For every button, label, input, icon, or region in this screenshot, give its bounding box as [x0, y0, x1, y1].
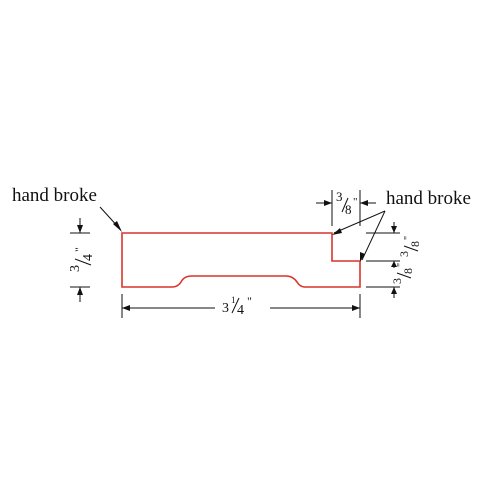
height-text: 3 4 ": [68, 247, 96, 272]
svg-text:": ": [353, 196, 358, 208]
right-leader-arrowhead-upper: [332, 228, 342, 235]
width-dimension: [121, 294, 361, 318]
svg-text:3: 3: [390, 278, 404, 284]
width-text: 3 1 4 ": [222, 294, 252, 318]
svg-text:4: 4: [81, 254, 96, 261]
svg-text:3: 3: [68, 265, 83, 272]
svg-text:": ": [396, 263, 407, 267]
rabbet-width-text: 3 8 ": [336, 189, 358, 217]
left-note-label: hand broke: [12, 185, 97, 206]
left-leader: [99, 206, 122, 232]
svg-text:3: 3: [336, 189, 343, 204]
svg-text:8: 8: [345, 202, 352, 217]
svg-text:3: 3: [397, 251, 411, 257]
rabbet-upper-text: 3 8 ": [397, 236, 422, 257]
height-dimension: [70, 218, 90, 302]
svg-text:": ": [72, 247, 86, 252]
svg-text:8: 8: [401, 268, 415, 274]
right-note-label: hand broke: [386, 188, 471, 209]
svg-text:3: 3: [222, 301, 229, 316]
svg-text:": ": [247, 294, 252, 308]
svg-text:": ": [403, 236, 414, 240]
svg-text:8: 8: [408, 241, 422, 247]
rabbet-width-dimension: [316, 190, 376, 226]
profile-outline: [121, 232, 361, 288]
svg-text:4: 4: [237, 303, 244, 318]
right-leaders: [332, 210, 386, 262]
right-leader-arrowhead-lower: [360, 252, 365, 262]
left-leader-arrowhead: [113, 221, 122, 232]
rabbet-lower-text: 3 8 ": [390, 263, 415, 284]
svg-text:1: 1: [231, 295, 236, 305]
rabbet-height-dimension: [366, 222, 400, 298]
